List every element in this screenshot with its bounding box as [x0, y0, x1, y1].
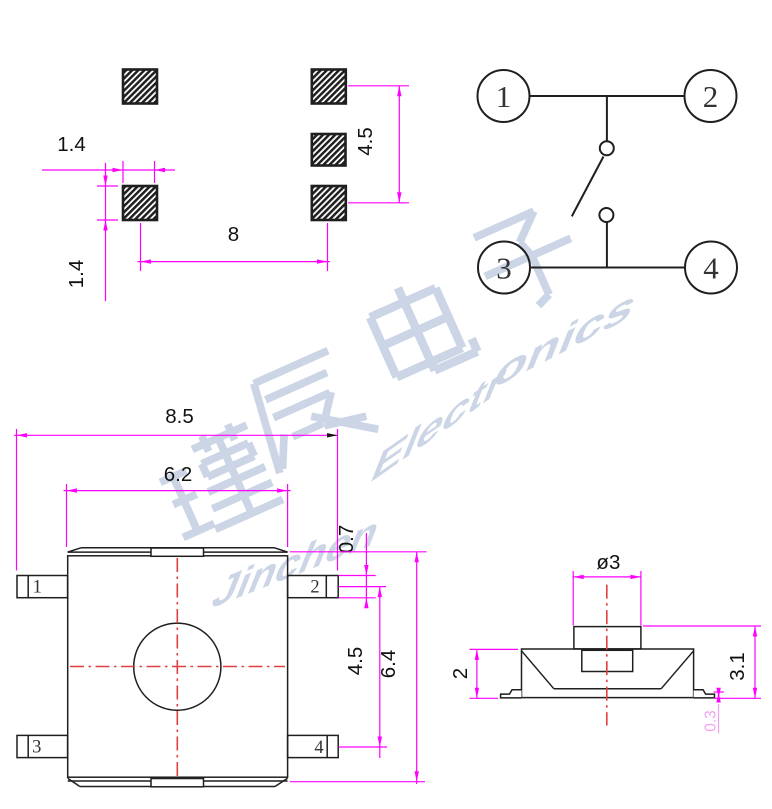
svg-text:4: 4: [703, 251, 719, 286]
svg-text:8.5: 8.5: [165, 405, 194, 428]
svg-text:2: 2: [703, 79, 719, 114]
svg-text:4: 4: [314, 738, 323, 758]
svg-text:3: 3: [496, 251, 512, 286]
svg-text:ø3: ø3: [596, 551, 620, 574]
svg-text:8: 8: [228, 223, 239, 246]
svg-text:1.4: 1.4: [65, 260, 88, 289]
svg-text:0.3: 0.3: [703, 710, 720, 732]
svg-text:1.4: 1.4: [57, 133, 86, 156]
svg-text:4.5: 4.5: [354, 127, 377, 156]
svg-text:2: 2: [310, 578, 319, 598]
svg-text:1: 1: [496, 79, 512, 114]
svg-text:6.2: 6.2: [164, 463, 193, 486]
svg-text:4.5: 4.5: [344, 647, 367, 676]
svg-text:3.1: 3.1: [726, 652, 749, 681]
svg-text:1: 1: [33, 578, 42, 598]
svg-text:2: 2: [449, 668, 472, 679]
svg-text:0.7: 0.7: [335, 525, 358, 554]
svg-text:3: 3: [32, 737, 41, 757]
svg-text:6.4: 6.4: [377, 650, 400, 679]
